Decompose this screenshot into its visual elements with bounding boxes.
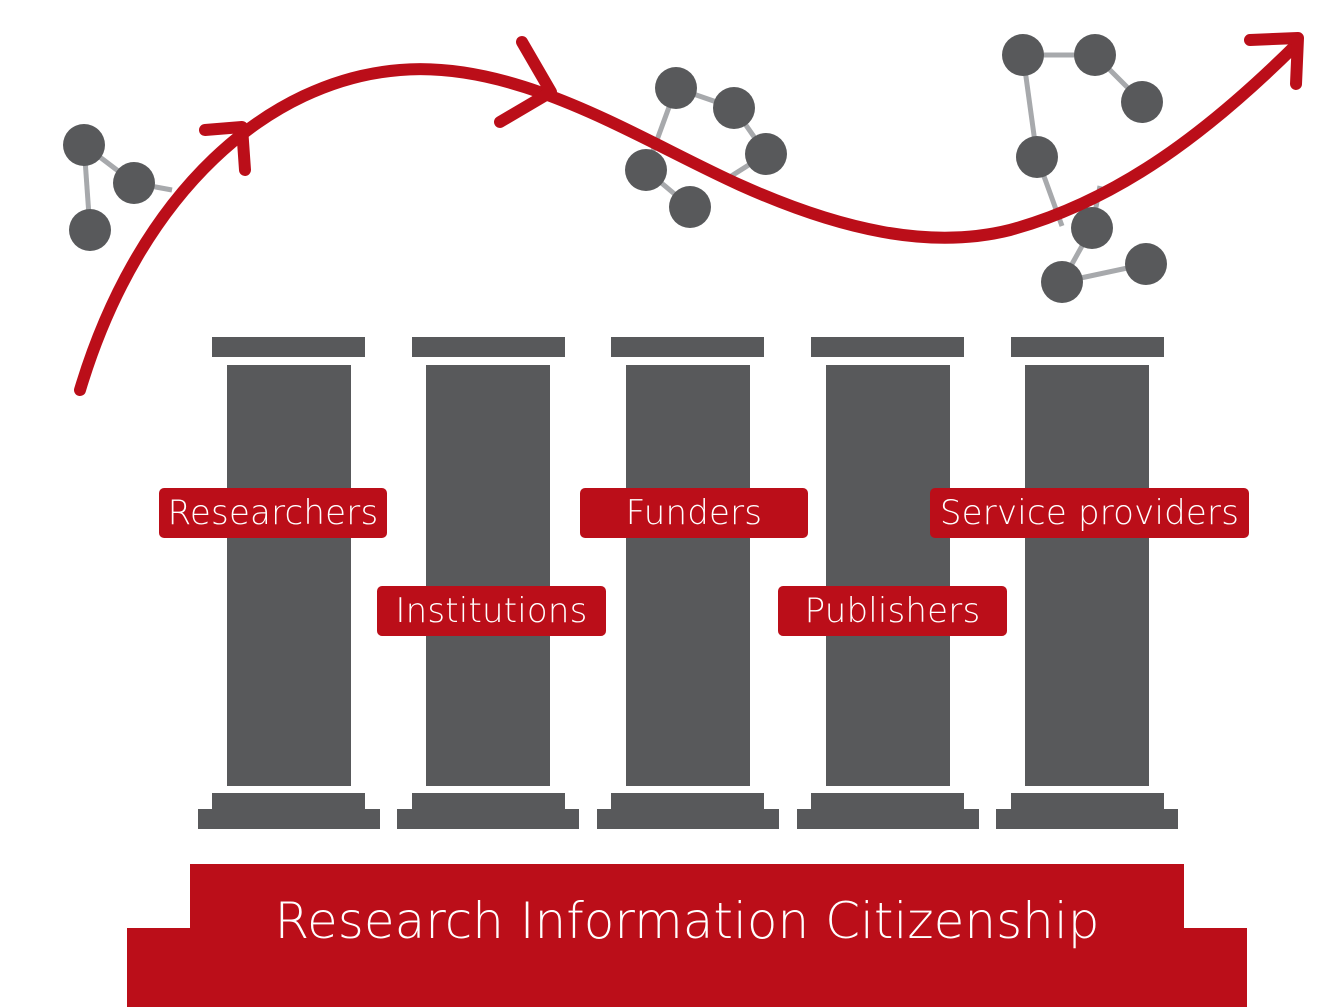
pillar-funders [597, 337, 779, 829]
pillar-label-publishers: Publishers [778, 586, 1007, 636]
network-molecule-icon [1002, 34, 1167, 303]
pillar-service-providers [996, 337, 1178, 829]
pillar-label-researchers: Researchers [159, 488, 387, 538]
pillar-label-funders: Funders [580, 488, 808, 538]
pillar-institutions [397, 337, 579, 829]
pillars [198, 337, 1178, 829]
foundation-label: Research Information Citizenship [274, 892, 1100, 950]
arrow-curve-icon [74, 32, 1304, 396]
pillar-label-institutions: Institutions [377, 586, 606, 636]
network-molecule-icon [625, 67, 787, 228]
pillar-researchers [198, 337, 380, 829]
pillar-label-service-providers: Service providers [930, 488, 1249, 538]
network-molecule-icon [63, 124, 173, 251]
pillar-publishers [797, 337, 979, 829]
foundation-platform [127, 864, 1247, 1007]
